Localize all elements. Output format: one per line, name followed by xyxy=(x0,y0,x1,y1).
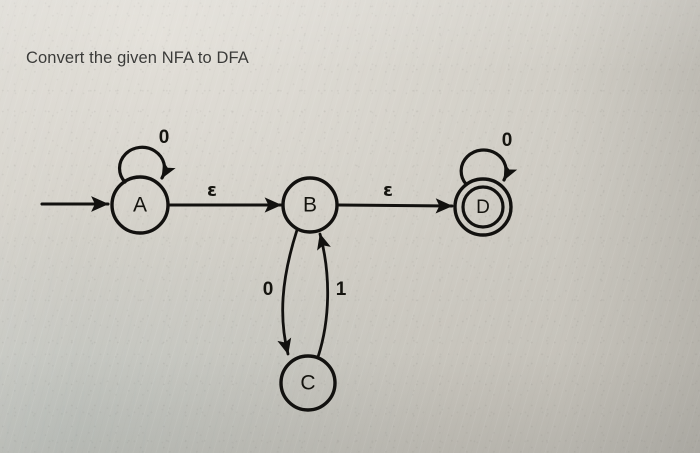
transition-d-to-d-loop: 0 xyxy=(459,130,518,186)
transition-label-a-self-0: 0 xyxy=(159,127,170,148)
transition-b-to-c: 0 xyxy=(263,228,299,356)
transition-c-to-b: 1 xyxy=(316,232,347,359)
state-c: C xyxy=(279,354,337,412)
transition-a-to-b: ε xyxy=(167,180,283,213)
state-label-b: B xyxy=(303,194,317,217)
transition-a-to-a-loop: 0 xyxy=(117,127,176,184)
accepting-inner-circle-d xyxy=(461,185,505,229)
page-title: Convert the given NFA to DFA xyxy=(26,49,249,67)
transition-label-c-to-b-1: 1 xyxy=(336,279,347,300)
state-label-c: C xyxy=(300,372,315,395)
state-label-a: A xyxy=(133,194,147,217)
transition-b-to-d: ε xyxy=(336,180,454,214)
transition-label-a-to-b-epsilon: ε xyxy=(207,180,217,201)
state-b: B xyxy=(281,176,339,234)
state-d: D xyxy=(453,177,513,237)
state-a: A xyxy=(110,175,170,235)
state-label-d: D xyxy=(476,197,490,218)
transition-label-d-self-0: 0 xyxy=(502,130,513,151)
transition-label-b-to-c-0: 0 xyxy=(263,279,274,300)
transition-label-b-to-d-epsilon: ε xyxy=(383,180,393,201)
